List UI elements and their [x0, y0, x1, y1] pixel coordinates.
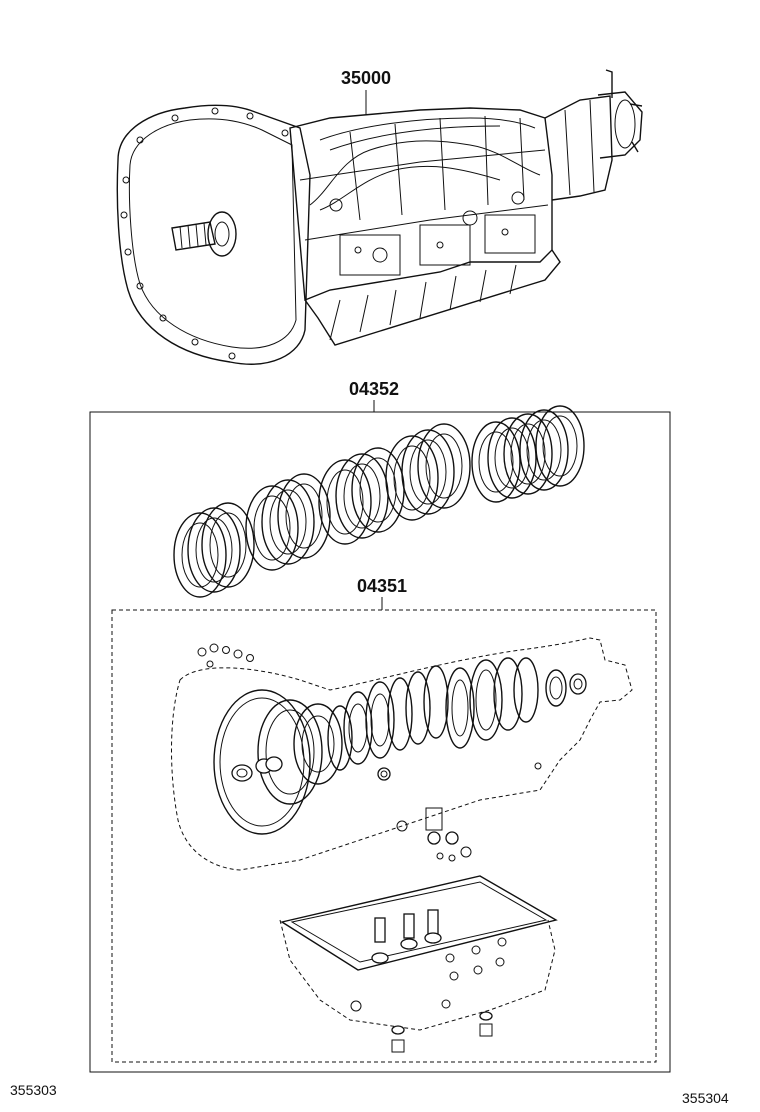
- oil-pan-gasket[interactable]: [280, 875, 558, 971]
- transmission-part-number[interactable]: 35000: [341, 68, 391, 88]
- bell-housing-bolt-holes: [120, 107, 289, 360]
- transmission-callout[interactable]: 35000: [341, 68, 391, 115]
- small-seal-rings[interactable]: [197, 643, 254, 668]
- figure-code-left: 355303: [10, 1082, 57, 1098]
- valve-body-seals[interactable]: [377, 762, 542, 862]
- overhaul-kit-part-number[interactable]: 04352: [349, 379, 399, 399]
- clutch-plate-stack[interactable]: [173, 405, 585, 598]
- oil-pump-gasket[interactable]: [213, 689, 343, 835]
- drain-plug-gaskets[interactable]: [391, 1011, 493, 1053]
- gasket-kit-callout[interactable]: 04351: [357, 576, 407, 610]
- strainer-seals[interactable]: [350, 909, 507, 1012]
- overhaul-kit-callout[interactable]: 04352: [349, 379, 399, 412]
- gasket-kit-frame: [111, 609, 657, 1063]
- piston-seal-rings[interactable]: [327, 657, 587, 771]
- transmission-assembly-illustration[interactable]: [116, 69, 643, 365]
- figure-code-right: 355304: [682, 1090, 729, 1106]
- gasket-kit-part-number[interactable]: 04351: [357, 576, 407, 596]
- overhaul-kit-frame: [89, 411, 671, 1073]
- case-outline-dashed: [171, 637, 633, 1031]
